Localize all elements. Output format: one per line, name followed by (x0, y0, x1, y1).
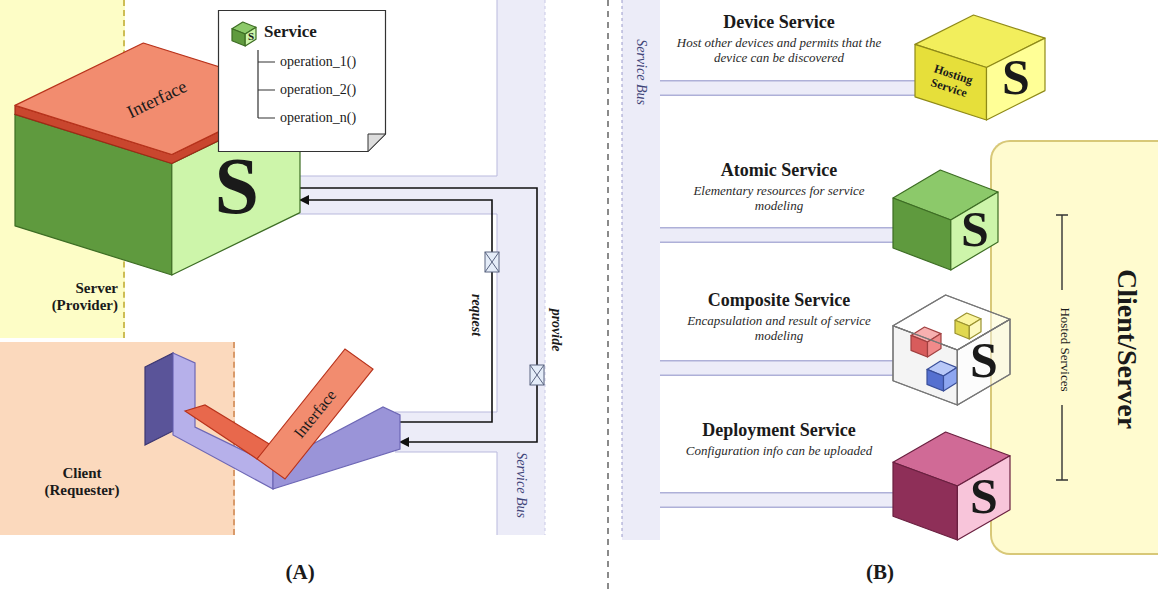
service-row: Device ServiceHost other devices and per… (668, 12, 890, 66)
bus-edge (395, 412, 497, 413)
document-title: Service (264, 22, 317, 42)
edge-label: provide (548, 309, 564, 352)
client-back (145, 353, 173, 445)
group-caption: Hosted Services (1057, 307, 1072, 391)
bus-edge (622, 0, 623, 540)
group-title: Client/Server (1111, 269, 1143, 429)
bus-label: Service Bus (513, 452, 529, 518)
atomic-cube: S (893, 170, 998, 270)
service-letter: S (970, 332, 998, 390)
service-description: Encapsulation and result of service mode… (668, 314, 890, 344)
panel-label: (B) (866, 560, 894, 584)
bus-branch-outline (660, 80, 915, 96)
cube-side (915, 44, 987, 120)
service-description: Configuration info can be uploaded (668, 444, 890, 459)
bus-branch-fill (660, 82, 915, 95)
service-letter: S (970, 468, 998, 526)
composite-cube: S (893, 295, 1010, 405)
panel-divider (607, 0, 609, 592)
bus-branch-outline (660, 227, 893, 243)
bus-edge (290, 214, 497, 215)
operation-name: operation_2() (280, 82, 356, 98)
bus-branch-connector (660, 368, 893, 369)
deployment-cube: S (893, 432, 1010, 540)
service-title: Deployment Service (668, 420, 890, 441)
interface-slab (257, 349, 373, 479)
client-shape: Interface (145, 335, 400, 495)
service-document: S Service operation_1() operation_2()operat… (218, 10, 386, 152)
cube-front (245, 27, 256, 46)
service-letter: S (1002, 49, 1030, 107)
client-server-box: Hosted Services Client/Server (990, 140, 1158, 555)
service-title: Atomic Service (668, 160, 890, 181)
service-row: Atomic ServiceElementary resources for s… (668, 160, 890, 214)
region-label: Server (Provider) (26, 280, 118, 315)
region-label: Client (Requester) (27, 465, 137, 500)
hosted-bracket (1056, 215, 1068, 480)
message-envelope (485, 252, 499, 272)
cube-side (955, 320, 969, 339)
bus-label: Service Bus (633, 39, 649, 105)
cube-outline (893, 326, 957, 405)
service-row: Deployment ServiceConfiguration info can… (668, 420, 890, 459)
panel-label: (A) (286, 560, 315, 584)
service-letter: S (215, 140, 260, 232)
service-title: Composite Service (668, 290, 890, 311)
client-shape-art (145, 335, 400, 495)
interface-slab-edge (185, 405, 271, 459)
service-letter: S (961, 201, 989, 259)
document-fold (368, 134, 386, 152)
cube-side (911, 335, 928, 357)
cube-side (893, 326, 957, 405)
client-region: Client (Requester)Interface (0, 342, 235, 535)
service-row: Composite ServiceEncapsulation and resul… (668, 290, 890, 344)
cube-front (987, 38, 1046, 120)
bus-branch-connector (660, 235, 893, 236)
operation-name: operation_n() (280, 110, 356, 126)
message-envelope (530, 365, 544, 385)
bus-branch-connector (660, 500, 893, 501)
bus-edge (290, 176, 497, 177)
bus-branch-outline (660, 360, 893, 376)
bus-branch (290, 176, 497, 214)
bus-branch-fill (660, 362, 893, 375)
cube-side (232, 29, 245, 46)
client-arm (173, 353, 273, 489)
operation-name: operation_1() (280, 54, 356, 70)
bus-edge (545, 0, 546, 535)
service-bus: Service Bus (622, 0, 660, 535)
hosting-cube: Hosting ServiceS (915, 15, 1045, 120)
edge-label: request (468, 294, 484, 336)
bus-branch-fill (660, 494, 893, 507)
service-title: Device Service (668, 12, 890, 33)
service-description: Elementary resources for service modelin… (668, 184, 890, 214)
bus-branch-fill (660, 229, 893, 242)
service-letter: S (248, 30, 254, 43)
bus-branch (395, 412, 497, 452)
bus-edge (395, 452, 497, 453)
cube-front (944, 368, 958, 391)
cube-front (928, 334, 942, 357)
bus-edge (497, 452, 498, 535)
cube-side (893, 462, 957, 540)
bus-branch-outline (660, 492, 893, 508)
tree-lines (258, 50, 275, 118)
bus-edge (497, 0, 498, 176)
service-bus: Service Bus (497, 0, 545, 535)
document-outline (219, 11, 386, 152)
bus-branch-connector (660, 88, 915, 89)
bus-edge (497, 214, 498, 412)
service-description: Host other devices and permits that the … (668, 36, 890, 66)
cube-side (893, 198, 951, 270)
cube-side (927, 369, 944, 391)
bus-band (622, 0, 660, 540)
